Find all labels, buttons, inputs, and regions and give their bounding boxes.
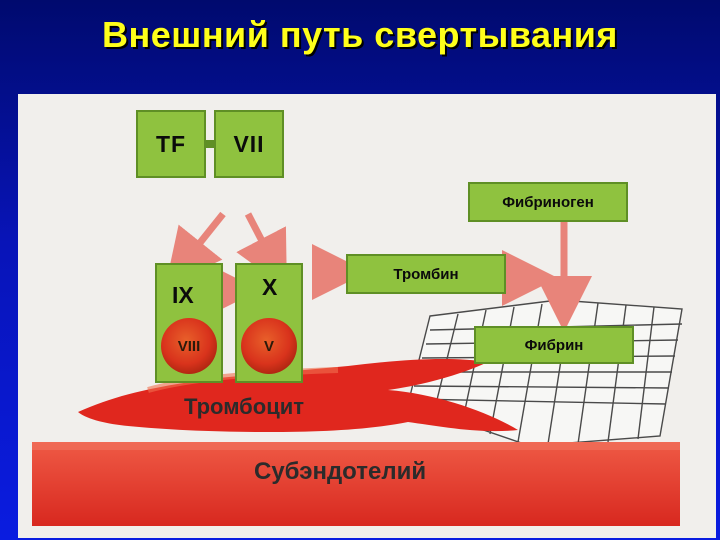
diagram-graphics	[32, 211, 683, 526]
arrow-vii-to-x	[236, 212, 287, 289]
subendothelium-layer	[32, 442, 680, 526]
vii-box: VII	[214, 110, 284, 178]
slide-title: Внешний путь свертывания	[102, 14, 618, 55]
x-label: X	[262, 274, 278, 300]
fibrin-box: Фибрин	[474, 326, 634, 364]
platelet-shape	[78, 359, 518, 432]
viii-label: VIII	[177, 338, 201, 355]
fibrinogen-box: Фибриноген	[468, 182, 628, 222]
diagram-panel: TF VII IX X VIII V Фибриноген Тромбин Фи…	[18, 94, 716, 538]
v-circle	[241, 318, 297, 374]
tf-box: TF	[136, 110, 206, 178]
viii-circle	[161, 318, 217, 374]
ix-label: IX	[172, 282, 194, 308]
v-label: V	[263, 338, 274, 355]
tf-vii-link	[204, 140, 216, 148]
thrombin-box: Тромбин	[346, 254, 506, 294]
platelet-label: Тромбоцит	[184, 394, 305, 419]
arrow-vii-to-ix	[165, 211, 226, 286]
subendothelium-label: Субэндотелий	[254, 458, 427, 485]
